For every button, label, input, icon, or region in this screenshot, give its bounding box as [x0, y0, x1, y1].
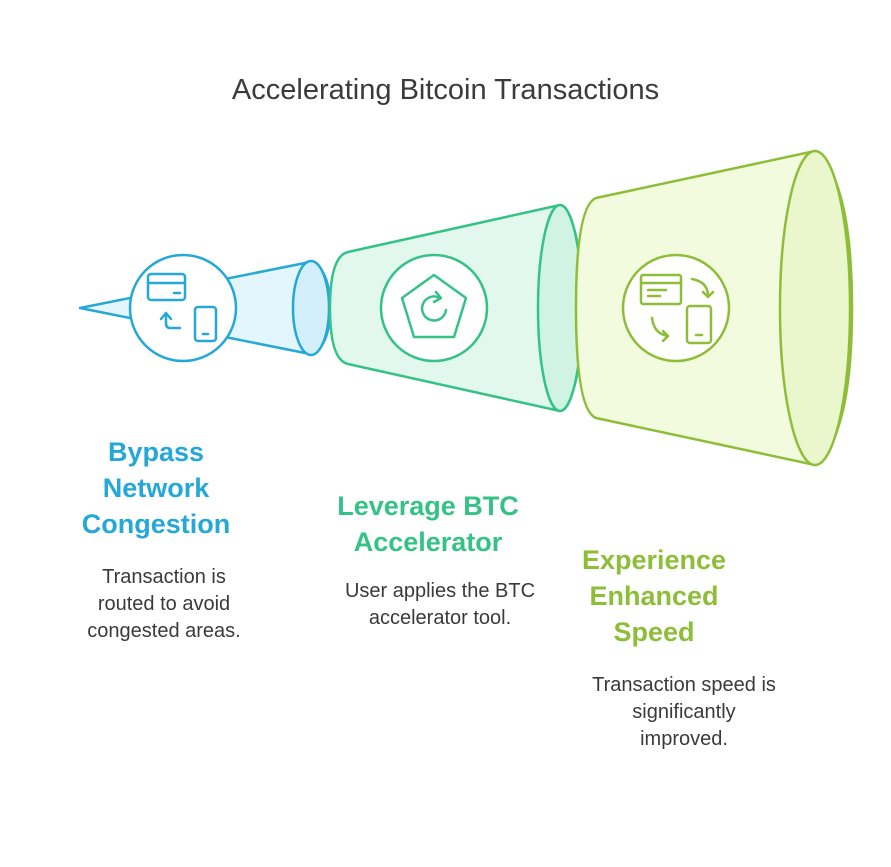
stage-2-description: User applies the BTC accelerator tool. — [320, 578, 560, 632]
stage-3-description-line: improved. — [640, 728, 728, 750]
stage-1-heading-line: Bypass — [107, 437, 205, 467]
stage-2-heading-line: Leverage BTC — [337, 491, 519, 521]
stage-1-description: Transaction is routed to avoid congested… — [54, 564, 274, 645]
diagram-title: Accelerating Bitcoin Transactions — [231, 74, 660, 106]
stage-3-description-line: Transaction speed is — [592, 674, 776, 696]
stage-3-description: Transaction speed is significantly impro… — [560, 672, 808, 753]
stage-3-heading-line: Speed — [613, 617, 695, 647]
card-and-phone-transfer-icon — [128, 253, 238, 363]
stage-1-heading-line: Congestion — [81, 509, 231, 539]
stage-3-heading-line: Experience — [581, 545, 727, 575]
stage-1-description-line: routed to avoid — [97, 593, 231, 615]
window-phone-sync-icon — [621, 253, 731, 363]
stage-1-heading: Bypass Network Congestion — [54, 434, 258, 542]
stage-2-heading-line: Accelerator — [353, 527, 503, 557]
pentagon-refresh-icon — [379, 253, 489, 363]
stage-1-description-line: Transaction is — [102, 566, 226, 588]
stage-3-heading: Experience Enhanced Speed — [550, 542, 758, 650]
stage-1-heading-line: Network — [102, 473, 210, 503]
stage-3-heading-line: Enhanced — [589, 581, 719, 611]
stage-1-description-line: congested areas. — [87, 620, 241, 642]
stage-3-description-line: significantly — [632, 701, 736, 723]
stage-2-description-line: accelerator tool. — [368, 607, 512, 629]
stage-2-heading: Leverage BTC Accelerator — [310, 488, 546, 560]
stage-2-description-line: User applies the BTC — [344, 580, 536, 602]
